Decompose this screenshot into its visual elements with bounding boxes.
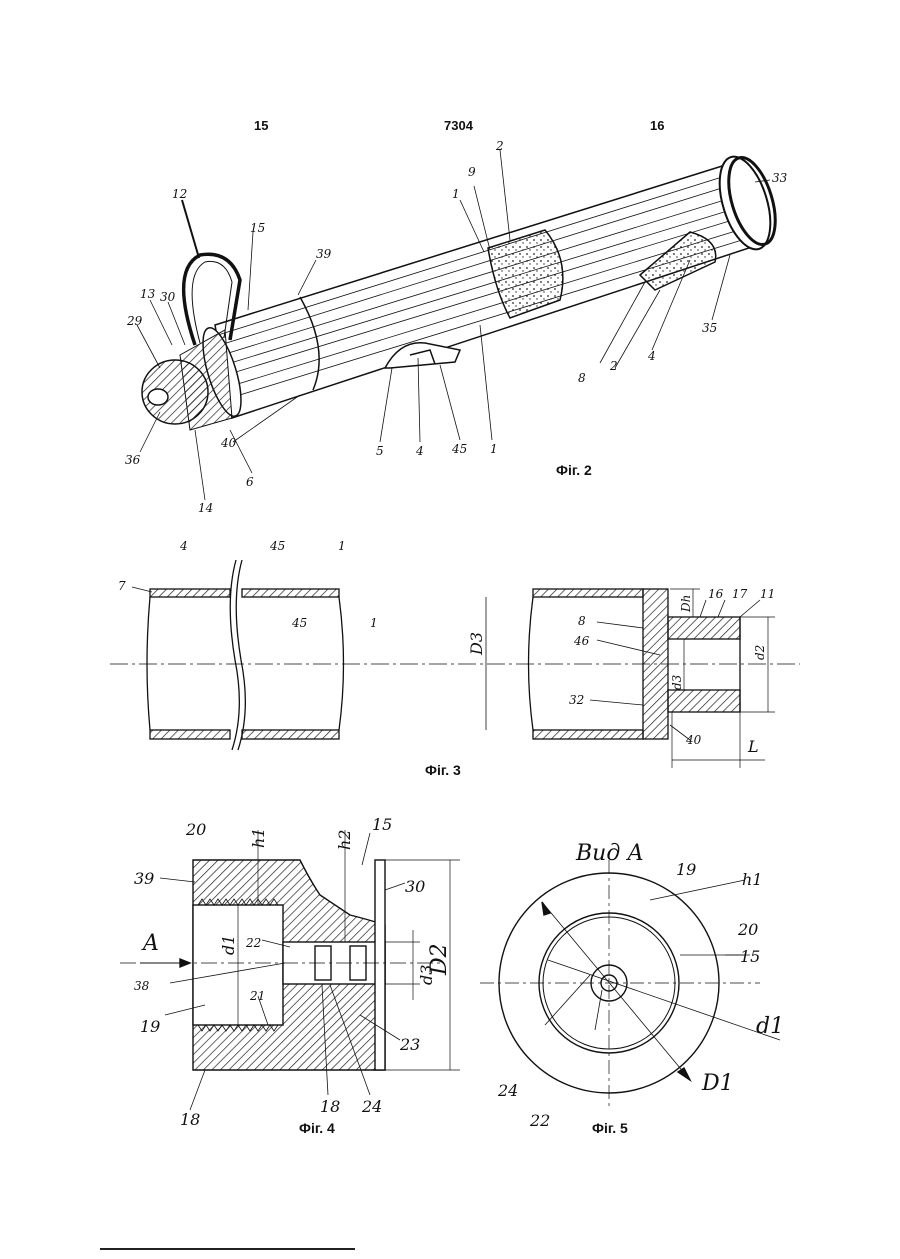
fig2-label-15: 15 [250, 221, 265, 235]
fig4-label-D2: D2 [427, 943, 452, 976]
fig4-label-18: 18 [320, 1097, 340, 1116]
fig4-label-24: 24 [361, 1097, 382, 1116]
fig2-label-29: 29 [126, 314, 143, 328]
fig3-label-d3: d3 [670, 674, 684, 690]
fig3-label-d2: d2 [753, 645, 767, 660]
fig3-label-17: 17 [732, 587, 748, 601]
fig5-label-22: 22 [529, 1111, 550, 1130]
figure-5-caption: Фіг. 5 [592, 1120, 628, 1136]
figure-3-labels: 7 4 45 1 45 1 D3 8 46 d3 32 Dh 16 17 11 … [118, 539, 775, 756]
fig2-label-45: 45 [451, 442, 467, 456]
fig5-label-24: 24 [497, 1081, 518, 1100]
fig4-label-h2: h2 [335, 830, 354, 850]
figure-2-drawing [142, 151, 784, 430]
fig2-label-2b: 2 [609, 359, 618, 373]
figure-2-caption: Фіг. 2 [556, 462, 592, 478]
figure-5-labels: Вид А 19 h1 20 15 d1 24 22 D1 [497, 841, 784, 1130]
fig3-label-Dh: Dh [679, 595, 693, 613]
fig5-label-15: 15 [740, 947, 760, 966]
fig2-label-30: 30 [160, 290, 176, 304]
fig2-label-9: 9 [468, 165, 476, 179]
fig3-label-46: 46 [573, 634, 590, 648]
fig2-label-2a: 2 [495, 139, 504, 153]
fig2-label-8: 8 [578, 371, 586, 385]
fig5-label-D1: D1 [701, 1071, 734, 1096]
fig4-label-23: 23 [399, 1035, 420, 1054]
figure-3-caption: Фіг. 3 [425, 762, 461, 778]
fig2-label-36: 36 [125, 453, 141, 467]
fig2-label-40: 40 [220, 436, 237, 450]
fig2-label-14: 14 [198, 501, 213, 515]
figure-4-drawing [120, 830, 460, 1110]
fig2-label-5: 5 [376, 444, 384, 458]
fig4-label-21: 21 [249, 989, 265, 1003]
fig5-label-d1: d1 [756, 1014, 784, 1039]
fig2-label-35: 35 [702, 321, 717, 335]
fig4-label-d1: d1 [219, 935, 238, 955]
fig5-label-20: 20 [737, 920, 758, 939]
footer-rule [100, 1248, 355, 1250]
fig4-label-22: 22 [245, 936, 261, 950]
fig3-label-1: 1 [338, 539, 346, 553]
fig3-label-L: L [747, 737, 759, 756]
fig2-label-4b: 4 [647, 349, 656, 363]
fig2-label-1a: 1 [490, 442, 498, 456]
fig3-label-32: 32 [569, 693, 584, 707]
fig4-label-38: 38 [134, 979, 150, 993]
fig5-label-19: 19 [676, 860, 696, 879]
fig3-label-45-inner: 45 [291, 616, 307, 630]
fig2-label-39: 39 [316, 247, 332, 261]
fig2-label-1b: 1 [452, 187, 460, 201]
fig2-label-12: 12 [172, 187, 187, 201]
fig3-label-11: 11 [760, 587, 775, 601]
fig3-label-16: 16 [708, 587, 724, 601]
fig4-label-20: 20 [185, 820, 206, 839]
fig5-label-h1: h1 [742, 870, 762, 889]
fig3-label-8: 8 [578, 614, 586, 628]
fig2-label-13: 13 [140, 287, 156, 301]
fig2-label-6: 6 [246, 475, 254, 489]
fig3-label-7: 7 [118, 579, 126, 593]
fig3-label-1-inner: 1 [370, 616, 378, 630]
fig4-label-A: A [141, 931, 159, 956]
fig4-label-15: 15 [372, 815, 392, 834]
fig3-label-4: 4 [179, 539, 188, 553]
fig5-label-view: Вид А [575, 841, 644, 866]
figure-4-caption: Фіг. 4 [299, 1120, 335, 1136]
fig3-label-45: 45 [269, 539, 285, 553]
fig4-label-39: 39 [134, 869, 154, 888]
fig3-label-D3: D3 [467, 632, 486, 656]
fig4-label-30: 30 [405, 877, 425, 896]
fig4-label-18-outer: 18 [180, 1110, 200, 1129]
fig4-label-19: 19 [140, 1017, 160, 1036]
figure-5-drawing [480, 860, 780, 1110]
fig4-label-h1: h1 [249, 828, 268, 848]
fig2-label-4a: 4 [415, 444, 424, 458]
fig2-label-33: 33 [772, 171, 788, 185]
fig3-label-40: 40 [685, 733, 702, 747]
